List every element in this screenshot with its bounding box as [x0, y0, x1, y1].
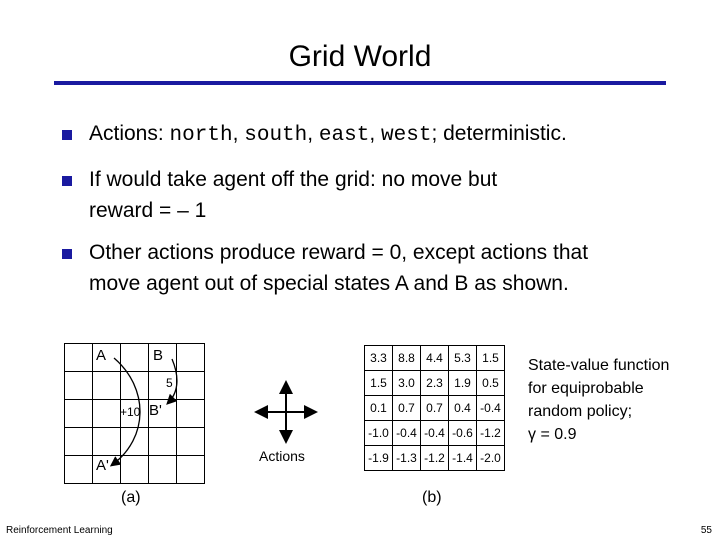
- value-cell: -2.0: [476, 445, 505, 471]
- gridworld-figure-a: A B 5 +10 B' A': [64, 343, 205, 484]
- bullet-text-part: Actions:: [89, 122, 170, 145]
- state-b-label: B: [153, 347, 164, 364]
- figure-a-label: (a): [121, 489, 141, 506]
- value-cell: 0.7: [420, 395, 449, 421]
- value-cell: 0.7: [392, 395, 421, 421]
- value-cell: 1.5: [364, 370, 393, 396]
- value-cell: -1.4: [448, 445, 477, 471]
- value-cell: -1.9: [364, 445, 393, 471]
- value-cell: -1.2: [420, 445, 449, 471]
- actions-label: Actions: [259, 448, 305, 464]
- value-cell: 0.4: [448, 395, 477, 421]
- value-row: -1.9-1.3-1.2-1.4-2.0: [364, 445, 505, 471]
- bullet-square-icon: [62, 249, 72, 259]
- state-aprime-label: A': [96, 457, 109, 474]
- value-row: -1.0-0.4-0.4-0.6-1.2: [364, 420, 505, 446]
- caption-line: State-value function: [528, 357, 670, 374]
- bullet-other-actions: Other actions produce reward = 0, except…: [62, 237, 672, 299]
- bullet-text-line1: If would take agent off the grid: no mov…: [89, 168, 498, 191]
- value-cell: 1.9: [448, 370, 477, 396]
- figure-b-label: (b): [422, 489, 442, 506]
- action-keyword: west: [381, 124, 432, 147]
- action-keyword: north: [169, 124, 233, 147]
- reward-b-label: 5: [166, 376, 173, 390]
- caption-line: random policy;: [528, 403, 633, 420]
- bullet-text-line2: reward = – 1: [89, 199, 207, 222]
- value-cell: -0.4: [420, 420, 449, 446]
- bullet-text: Actions: north, south, east, west; deter…: [89, 118, 672, 151]
- title-divider: [54, 81, 666, 85]
- caption-line: γ = 0.9: [528, 426, 577, 443]
- transition-arrows: [109, 357, 178, 467]
- bullet-square-icon: [62, 130, 72, 140]
- value-cell: 2.3: [420, 370, 449, 396]
- action-keyword: south: [244, 124, 308, 147]
- bullet-text-part: ; deterministic.: [431, 122, 567, 145]
- value-cell: 8.8: [392, 345, 421, 371]
- bullet-text-line1: Other actions produce reward = 0, except…: [89, 241, 589, 264]
- figure-caption: State-value function for equiprobable ra…: [528, 354, 718, 446]
- value-cell: -1.0: [364, 420, 393, 446]
- footer-course-title: Reinforcement Learning: [6, 525, 113, 536]
- arrow-b-to-bprime: [166, 358, 178, 405]
- value-cell: 1.5: [476, 345, 505, 371]
- value-cell: -0.6: [448, 420, 477, 446]
- state-bprime-label: B': [149, 402, 162, 419]
- actions-compass-icon: [254, 380, 318, 444]
- value-cell: -0.4: [392, 420, 421, 446]
- bullet-text-part: ,: [232, 122, 245, 145]
- state-a-label: A: [96, 347, 107, 364]
- value-cell: 5.3: [448, 345, 477, 371]
- value-cell: -0.4: [476, 395, 505, 421]
- value-cell: 3.3: [364, 345, 393, 371]
- bullet-actions: Actions: north, south, east, west; deter…: [62, 118, 672, 151]
- bullet-text-part: ,: [307, 122, 319, 145]
- slide-title: Grid World: [288, 40, 432, 73]
- value-cell: 0.5: [476, 370, 505, 396]
- value-cell: 3.0: [392, 370, 421, 396]
- value-cell: -1.3: [392, 445, 421, 471]
- value-cell: 4.4: [420, 345, 449, 371]
- bullet-off-grid: If would take agent off the grid: no mov…: [62, 164, 672, 226]
- bullet-text-line2: move agent out of special states A and B…: [89, 272, 569, 295]
- arrow-a-to-aprime: [109, 357, 141, 467]
- bullet-square-icon: [62, 176, 72, 186]
- page-number: 55: [700, 525, 712, 536]
- value-cell: 0.1: [364, 395, 393, 421]
- bullet-text-part: ,: [369, 122, 382, 145]
- caption-line: for equiprobable: [528, 380, 644, 397]
- reward-a-label: +10: [120, 405, 141, 419]
- value-cell: -1.2: [476, 420, 505, 446]
- action-keyword: east: [318, 124, 370, 147]
